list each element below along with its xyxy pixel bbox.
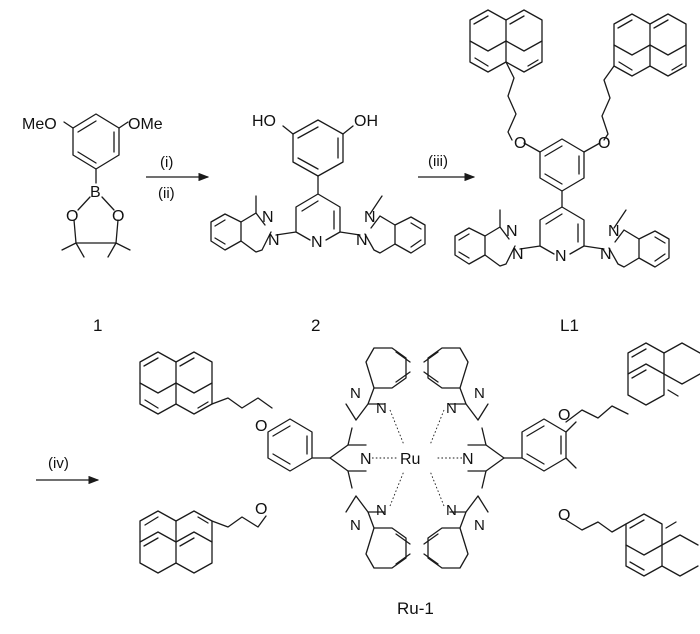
compound-label-Ru-1: Ru-1	[397, 599, 434, 618]
condition-iv: (iv)	[48, 455, 69, 472]
oxygen-label: O	[66, 208, 78, 225]
nitrogen-label: N	[356, 232, 368, 249]
condition-iii: (iii)	[428, 153, 448, 170]
methoxy-label-right: OMe	[128, 116, 163, 133]
ether-oxygen-label: O	[514, 135, 526, 152]
condition-ii: (ii)	[158, 185, 175, 202]
compound-number-1: 1	[93, 316, 102, 335]
hydroxyl-label-left: HO	[252, 113, 276, 130]
condition-i: (i)	[160, 154, 173, 171]
nitrogen-label: N	[446, 502, 457, 519]
nitrogen-label: N	[376, 502, 387, 519]
nitrogen-label: N	[360, 451, 372, 468]
nitrogen-label: N	[262, 209, 274, 226]
compound-label-L1: L1	[560, 316, 579, 335]
nitrogen-label: N	[268, 232, 280, 249]
reaction-arrow-3: (iv)	[36, 455, 100, 485]
nitrogen-label: N	[446, 400, 457, 417]
ether-oxygen-label: O	[558, 507, 570, 524]
ligand-L1-structure: O O N N N N N	[454, 9, 687, 268]
nitrogen-label: N	[350, 517, 361, 534]
hydroxyl-label-right: OH	[354, 113, 378, 130]
nitrogen-label: N	[311, 234, 323, 251]
nitrogen-label: N	[474, 517, 485, 534]
compound-1-structure: MeO OMe B O O	[22, 113, 163, 258]
nitrogen-label: N	[350, 385, 361, 402]
ether-oxygen-label: O	[598, 135, 610, 152]
nitrogen-label: N	[376, 400, 387, 417]
compound-number-2: 2	[311, 316, 320, 335]
complex-Ru-1-structure: Ru N N N N N N N N N N O O O O	[139, 342, 700, 577]
nitrogen-label: N	[608, 223, 620, 240]
nitrogen-label: N	[600, 246, 612, 263]
ether-oxygen-label: O	[255, 501, 267, 518]
compound-2-structure: HO OH N N N N N	[210, 113, 426, 254]
nitrogen-label: N	[474, 385, 485, 402]
reaction-arrow-2: (iii)	[418, 153, 476, 182]
nitrogen-label: N	[506, 223, 518, 240]
oxygen-label: O	[112, 208, 124, 225]
ether-oxygen-label: O	[558, 407, 570, 424]
methoxy-label-left: MeO	[22, 116, 57, 133]
boron-label: B	[90, 184, 101, 201]
reaction-arrow-1: (i) (ii)	[146, 154, 210, 202]
ruthenium-label: Ru	[400, 451, 420, 468]
ether-oxygen-label: O	[255, 418, 267, 435]
nitrogen-label: N	[462, 451, 474, 468]
nitrogen-label: N	[555, 248, 567, 265]
nitrogen-label: N	[364, 209, 376, 226]
nitrogen-label: N	[512, 246, 524, 263]
